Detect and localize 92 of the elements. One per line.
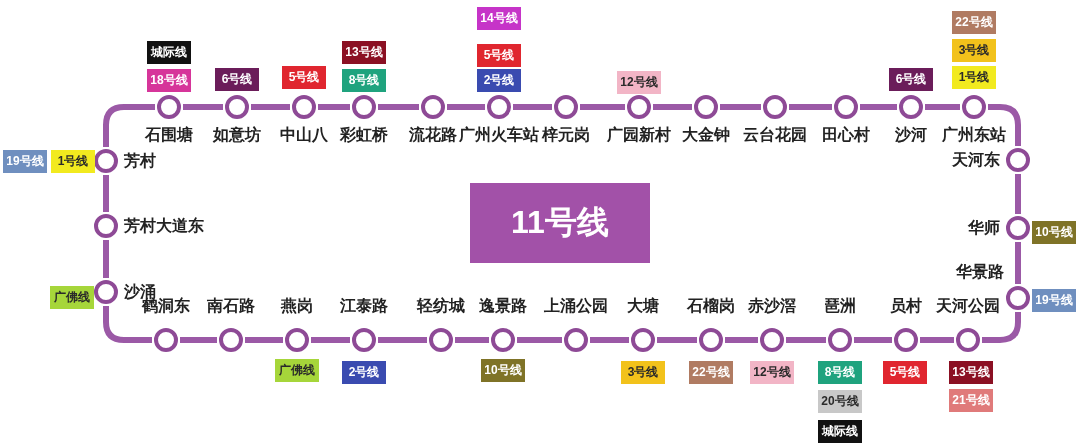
- line-segment: [720, 104, 761, 110]
- line-segment: [513, 104, 552, 110]
- transfer-line-badge: 2号线: [342, 361, 386, 384]
- line-segment: [311, 337, 350, 343]
- station-name: 上涌公园: [544, 296, 608, 316]
- transfer-line-badge: 22号线: [689, 361, 733, 384]
- transfer-line-badge: 5号线: [282, 66, 326, 89]
- transfer-line-badge: 19号线: [1032, 289, 1076, 312]
- transfer-line-badge: 6号线: [215, 68, 259, 91]
- station-name: 员村: [890, 296, 922, 316]
- transfer-line-badge: 3号线: [621, 361, 665, 384]
- transfer-line-badge: 22号线: [952, 11, 996, 34]
- station-name: 彩虹桥: [340, 125, 388, 145]
- line-segment: [590, 337, 629, 343]
- line-segment: [447, 104, 485, 110]
- transfer-line-badge: 6号线: [889, 68, 933, 91]
- station-name: 华景路: [956, 262, 1004, 282]
- transfer-line-badge: 城际线: [818, 420, 862, 443]
- transfer-line-badge: 8号线: [818, 361, 862, 384]
- line-name-box: 11号线: [470, 183, 650, 263]
- transfer-line-badge: 12号线: [750, 361, 794, 384]
- station-name: 轻纺城: [417, 296, 465, 316]
- transfer-line-badge: 3号线: [952, 39, 996, 62]
- station-name: 云台花园: [743, 125, 807, 145]
- line-segment: [725, 337, 758, 343]
- station-name: 广园新村: [607, 125, 671, 145]
- station-name: 梓元岗: [542, 125, 590, 145]
- line-segment: [860, 104, 897, 110]
- station-name: 华师: [968, 218, 1000, 238]
- line-segment: [1015, 174, 1021, 214]
- transfer-line-badge: 20号线: [818, 390, 862, 413]
- station-name: 琶洲: [824, 296, 856, 316]
- line-segment: [580, 104, 625, 110]
- station-name: 中山八: [280, 125, 328, 145]
- transfer-line-badge: 5号线: [477, 44, 521, 67]
- line-segment: [180, 337, 217, 343]
- transfer-line-badge: 城际线: [147, 41, 191, 64]
- line-segment: [786, 337, 826, 343]
- transfer-line-badge: 1号线: [51, 150, 95, 173]
- station-name: 大金钟: [682, 125, 730, 145]
- line-segment: [318, 104, 350, 110]
- transfer-line-badge: 18号线: [147, 69, 191, 92]
- line-segment: [183, 104, 223, 110]
- station-name: 赤沙滘: [748, 296, 796, 316]
- line-segment: [653, 104, 692, 110]
- line-segment: [854, 337, 892, 343]
- line-segment: [1015, 242, 1021, 284]
- line-segment: [103, 240, 109, 278]
- line-segment: [517, 337, 562, 343]
- line-segment: [789, 104, 832, 110]
- line-segment: [378, 104, 419, 110]
- line-segment: [378, 337, 427, 343]
- line-segment: [925, 104, 960, 110]
- line-segment: [920, 337, 954, 343]
- line-segment: [103, 104, 155, 147]
- station-name: 芳村: [124, 151, 156, 171]
- station-name: 芳村大道东: [124, 216, 204, 236]
- transfer-line-badge: 12号线: [617, 71, 661, 94]
- station-name: 广州东站: [942, 125, 1006, 145]
- line-segment: [455, 337, 489, 343]
- transfer-line-badge: 2号线: [477, 69, 521, 92]
- station-name: 江泰路: [340, 296, 388, 316]
- transfer-line-badge: 10号线: [481, 359, 525, 382]
- transfer-line-badge: 13号线: [949, 361, 993, 384]
- transfer-line-badge: 21号线: [949, 389, 993, 412]
- station-name: 天河公园: [936, 296, 1000, 316]
- transfer-line-badge: 19号线: [3, 150, 47, 173]
- station-name: 天河东: [952, 150, 1000, 170]
- station-name: 燕岗: [281, 296, 313, 316]
- station-name: 田心村: [822, 125, 870, 145]
- line-segment: [657, 337, 697, 343]
- station-name: 如意坊: [213, 125, 261, 145]
- line-segment: [103, 306, 152, 343]
- transfer-line-badge: 10号线: [1032, 221, 1076, 244]
- transfer-line-badge: 广佛线: [50, 286, 94, 309]
- transfer-line-badge: 广佛线: [275, 359, 319, 382]
- line-segment: [251, 104, 290, 110]
- station-name: 石榴岗: [687, 296, 735, 316]
- station-name: 南石路: [207, 296, 255, 316]
- transfer-line-badge: 13号线: [342, 41, 386, 64]
- station-name: 大塘: [627, 296, 659, 316]
- transfer-line-badge: 14号线: [477, 7, 521, 30]
- station-name: 逸景路: [479, 296, 527, 316]
- transfer-line-badge: 8号线: [342, 69, 386, 92]
- station-name: 石围塘: [145, 125, 193, 145]
- transfer-line-badge: 1号线: [952, 66, 996, 89]
- station-name: 沙河: [895, 125, 927, 145]
- transfer-line-badge: 5号线: [883, 361, 927, 384]
- station-name: 流花路: [409, 125, 457, 145]
- line-segment: [245, 337, 283, 343]
- station-name: 广州火车站: [459, 125, 539, 145]
- line-segment: [103, 175, 109, 212]
